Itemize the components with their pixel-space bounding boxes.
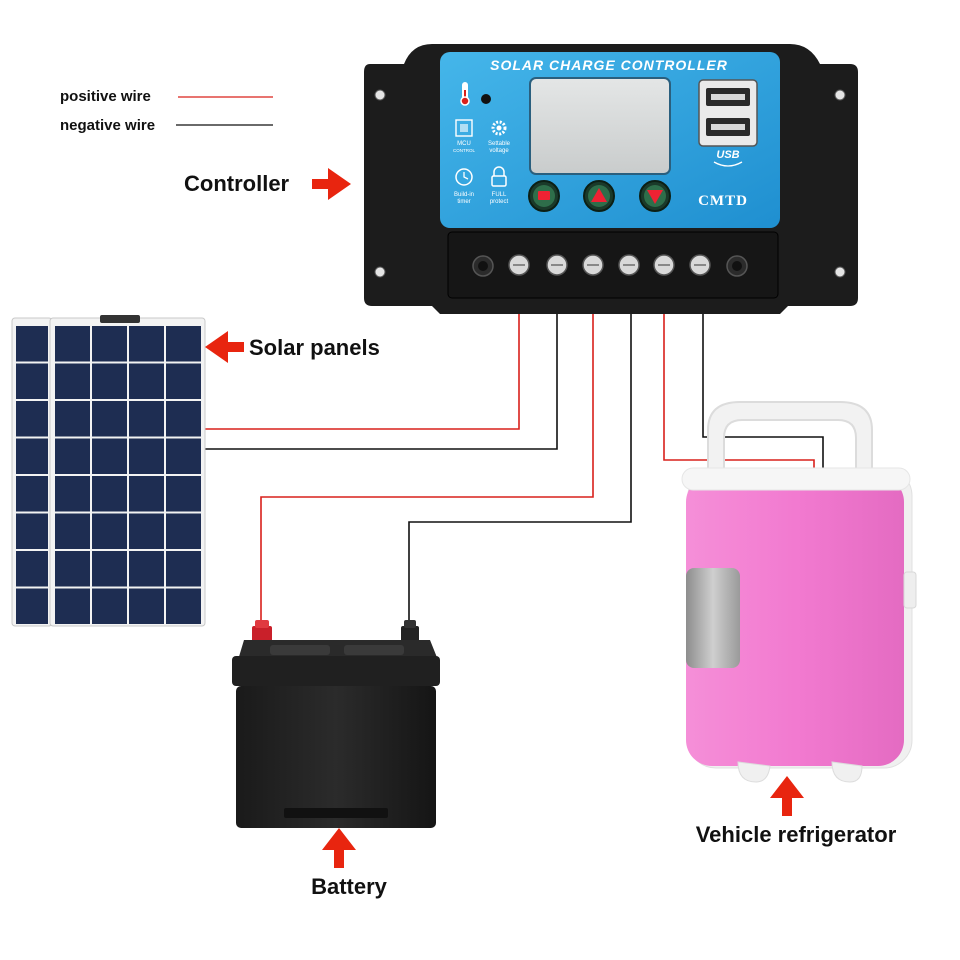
solar-cell [129,326,164,362]
solar-cell [92,551,127,587]
solar-cell [16,438,48,474]
up-button[interactable] [583,180,615,212]
feature-control: CONTROL [453,148,475,153]
solar-cell [166,476,201,512]
solar-cell [166,588,201,624]
feature-timer: timer [457,199,470,205]
solar-cell [166,438,201,474]
battery-negative-terminal [401,626,419,642]
solar-cell [92,588,127,624]
fridge-door [686,476,904,766]
lcd-screen [529,77,671,175]
usb-icon [713,161,743,167]
thermometer-icon [460,82,491,106]
feature-settable: Settable [488,141,511,147]
solar-panels [11,315,206,627]
solar-cell [55,326,90,362]
solar-cell [55,363,90,399]
solar-cell [129,476,164,512]
negative-wire-label: negative wire [60,117,155,134]
solar-cell [166,513,201,549]
arrow-right-icon [312,168,351,200]
mount-hole-br [834,266,846,278]
solar-cell [16,476,48,512]
solar-cell [129,513,164,549]
solar-cell [92,438,127,474]
solar-cell [16,551,48,587]
menu-button[interactable] [528,180,560,212]
solar-cell [129,551,164,587]
solar-cell [16,363,48,399]
arrow-up-icon [322,828,356,868]
solar-cell [92,326,127,362]
solar-cell [129,438,164,474]
solar-cell [129,588,164,624]
load-positive-wire [663,312,815,470]
controller-label: Controller [184,171,290,196]
usb-label: USB [716,149,739,161]
feature-mcu: MCU [457,141,471,147]
solar-cell [55,588,90,624]
terminal-block [447,231,779,299]
solar-cell [55,401,90,437]
mount-hole-bl [374,266,386,278]
solar-negative-wire [205,312,558,450]
solar-cell [55,513,90,549]
mount-hole-tl [374,89,386,101]
legend: positive wire negative wire [60,88,273,134]
usb-ports [698,79,758,147]
gear-icon [491,120,507,136]
solar-cell [92,476,127,512]
arrow-up-icon [770,776,804,816]
battery-positive-wire [260,312,594,622]
solar-cell [16,513,48,549]
battery [232,620,440,828]
mcu-icon [455,119,473,137]
positive-wire-label: positive wire [60,88,151,105]
refrigerator-label: Vehicle refrigerator [696,822,897,847]
solar-cell [166,363,201,399]
controller-title: SOLAR CHARGE CONTROLLER [490,57,728,73]
battery-positive-terminal [252,626,272,642]
panel-cells-left [16,326,48,624]
charge-controller: SOLAR CHARGE CONTROLLER MCU CONTROL Sett… [364,44,858,314]
solar-cell [16,401,48,437]
fridge-door-handle [686,568,740,668]
solar-cell [16,326,48,362]
down-button[interactable] [639,180,671,212]
solar-cell [129,363,164,399]
mount-hole-tr [834,89,846,101]
arrow-left-icon [205,331,244,363]
feature-build-in: Build-in [454,192,474,198]
solar-cell [129,401,164,437]
solar-cell [92,513,127,549]
brand-label: CMTD [698,193,748,209]
solar-cell [166,551,201,587]
feature-full: FULL [492,192,507,198]
solar-cell [55,438,90,474]
vehicle-refrigerator [681,401,917,783]
solar-positive-wire [205,312,520,430]
lock-icon [491,166,507,187]
solar-cell [166,326,201,362]
solar-cell [92,363,127,399]
panel-cells-right [55,326,201,624]
load-negative-wire [702,312,824,470]
solar-cell [55,476,90,512]
solar-cell [92,401,127,437]
wires [205,312,824,624]
feature-voltage: voltage [489,148,509,154]
solar-panels-label: Solar panels [249,335,380,360]
solar-cell [16,588,48,624]
junction-box [100,315,140,323]
feature-protect: protect [490,199,509,205]
solar-cell [55,551,90,587]
battery-negative-wire [408,312,632,624]
clock-icon [455,168,473,186]
battery-label: Battery [311,874,388,899]
solar-cell [166,401,201,437]
